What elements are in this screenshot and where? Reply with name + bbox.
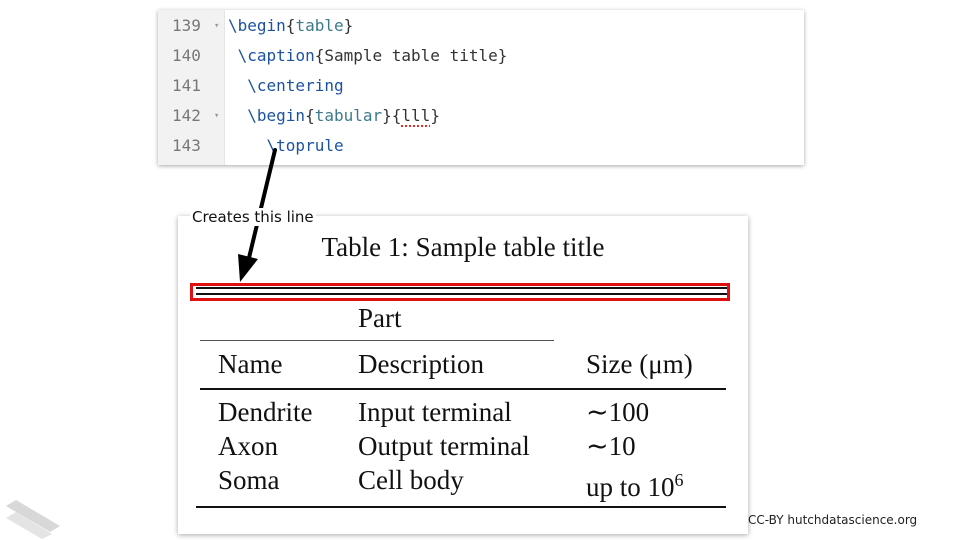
code-line: 140 \caption{Sample table title} — [158, 41, 804, 71]
cell-size-base: up to 10 — [586, 472, 675, 502]
code-text[interactable]: \begin{table} — [228, 11, 353, 41]
fold-toggle-icon[interactable]: ▾ — [214, 21, 220, 31]
line-number: 140 — [172, 46, 201, 65]
code-text[interactable]: \caption{Sample table title} — [228, 41, 508, 71]
code-token: } — [343, 16, 354, 35]
code-line: 139 ▾ \begin{table} — [158, 11, 804, 41]
cmidrule — [200, 340, 554, 341]
midrule — [200, 388, 726, 390]
cell-size: ∼10 — [586, 431, 636, 461]
code-keyword: \caption — [237, 46, 315, 65]
line-number: 142 — [172, 106, 201, 125]
cell-size: up to 106 — [586, 464, 684, 503]
code-keyword: \begin — [247, 106, 306, 125]
rendered-table-image: Table 1: Sample table title Part Name De… — [178, 216, 748, 534]
toprule-highlight-box — [190, 283, 730, 301]
code-argument: tabular — [314, 106, 383, 125]
code-spellcheck-token: lll — [401, 106, 431, 125]
cell-name: Axon — [218, 431, 278, 461]
code-token: }{ — [382, 106, 402, 125]
code-keyword: \begin — [228, 16, 286, 35]
annotation-label: Creates this line — [190, 208, 316, 226]
code-line: 142 ▾ \begin{tabular}{lll} — [158, 101, 804, 131]
cell-size: ∼100 — [586, 397, 650, 427]
code-keyword: \toprule — [266, 136, 344, 155]
cell-size-exponent: 6 — [674, 470, 684, 490]
code-token: {Sample table title} — [314, 46, 508, 65]
group-header-part: Part — [358, 303, 402, 333]
col-header-size: Size (μm) — [586, 349, 693, 379]
cell-name: Dendrite — [218, 397, 313, 427]
license-credit: CC-BY hutchdatascience.org — [748, 513, 918, 527]
hutch-logo-icon — [6, 500, 60, 539]
code-text[interactable]: \centering — [228, 71, 344, 101]
code-token: } — [430, 106, 440, 125]
code-keyword: \centering — [247, 76, 344, 95]
code-argument: table — [295, 16, 344, 35]
cell-name: Soma — [218, 465, 280, 495]
line-number: 141 — [172, 76, 201, 95]
cell-description: Input terminal — [358, 397, 512, 427]
toprule-line-1 — [196, 287, 728, 289]
line-number: 139 — [172, 16, 201, 35]
fold-toggle-icon[interactable]: ▾ — [214, 111, 220, 121]
code-text[interactable]: \begin{tabular}{lll} — [228, 101, 440, 131]
code-text[interactable]: \toprule — [228, 131, 344, 161]
col-header-name: Name — [218, 349, 283, 379]
table-caption: Table 1: Sample table title — [321, 232, 605, 262]
line-number-gutter — [158, 10, 225, 165]
code-editor-panel: 139▾\begin{table}140 \caption{Sample tab… — [158, 10, 804, 165]
code-line: 141 \centering — [158, 71, 804, 101]
code-token: { — [285, 16, 296, 35]
code-line: 143 \toprule — [158, 131, 804, 161]
code-token: { — [305, 106, 315, 125]
cell-description: Output terminal — [358, 431, 530, 461]
toprule-line-2 — [196, 293, 728, 295]
col-header-description: Description — [358, 349, 484, 379]
bottomrule — [196, 506, 726, 508]
cell-description: Cell body — [358, 465, 464, 495]
line-number: 143 — [172, 136, 201, 155]
